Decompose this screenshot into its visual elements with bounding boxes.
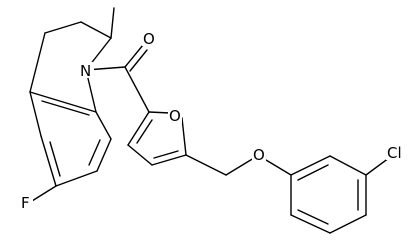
bond-c4a-c5: [29, 91, 42, 137]
bond-c5-ch2: [185, 154, 227, 176]
bond-ph-c4-c5: [329, 214, 367, 234]
bond-ch2-o: [225, 157, 255, 176]
bond-c5-c6-inner: [49, 141, 61, 177]
bond-ph-c5-c6: [290, 214, 331, 234]
bond-ph-c2-c3: [329, 155, 367, 176]
furan-oxygen-label: O: [169, 107, 181, 125]
bond-c4a-c8a-inner: [41, 100, 90, 116]
nitrogen-label: N: [80, 62, 91, 80]
bond-c-o-double-a: [124, 44, 144, 68]
bond-ph-c1-c2-inner: [297, 164, 329, 181]
bond-ph-c1-c2: [290, 155, 331, 176]
bond-o-aryl: [265, 159, 292, 176]
bond-c7-c8: [96, 138, 112, 172]
carbonyl-oxygen-label: O: [143, 30, 155, 48]
bond-c6-c7: [55, 170, 98, 187]
bond-c8-c8a: [95, 111, 112, 140]
bond-c2-methyl: [110, 7, 115, 39]
bond-ph-c3-cl: [365, 157, 390, 176]
ether-oxygen-label: O: [253, 146, 265, 164]
bond-carbonyl-furan: [124, 66, 150, 113]
bond-c4-c4a: [29, 32, 46, 93]
bond-lines: [29, 7, 390, 234]
bond-c4a-c8a: [29, 91, 97, 113]
bond-furan-c5-c4-inner: [153, 150, 179, 159]
bond-c3-c4: [44, 21, 82, 34]
bond-furan-c2-o: [148, 111, 171, 114]
bond-furan-c4-c3: [127, 144, 153, 166]
bond-c6-f: [31, 185, 57, 202]
bond-ph-c5-c6-inner: [297, 209, 329, 225]
bond-c-o-double-b: [129, 49, 148, 72]
bond-furan-c3-c2-inner: [136, 119, 153, 144]
bond-furan-c5-c4: [151, 154, 187, 166]
atom-labels: N O O O F Cl: [20, 30, 406, 212]
bond-furan-o-c5: [181, 117, 187, 156]
fluorine-label: F: [21, 194, 30, 212]
bond-c2-c3: [80, 21, 112, 39]
bond-c5-c6: [40, 135, 57, 187]
chlorine-label: Cl: [387, 144, 402, 162]
bond-c7-c8-inner: [88, 139, 101, 166]
bond-furan-c3-c2: [127, 111, 150, 146]
